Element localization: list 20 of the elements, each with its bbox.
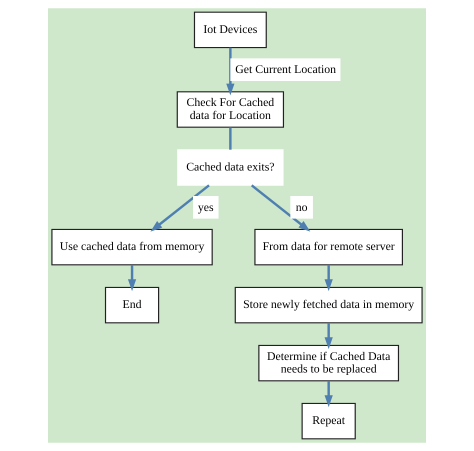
arrow — [324, 380, 333, 408]
arrow — [226, 48, 234, 96]
node-box: Store newly fetched data in memory — [234, 286, 423, 324]
node-box: Check For Cached data for Location — [176, 91, 284, 128]
edge-label: Get Current Location — [235, 62, 336, 76]
edge-label: no — [296, 200, 308, 214]
edge-label: yes — [198, 200, 214, 214]
arrow — [324, 264, 333, 292]
node-box: Repeat — [302, 402, 356, 440]
node-box: From data for remote server — [254, 228, 403, 266]
node-box: Use cached data from memory — [51, 228, 213, 266]
connector — [229, 127, 232, 150]
node-box: Determine if Cached Data needs to be replaced — [258, 344, 400, 382]
node-box: Iot Devices — [194, 12, 267, 48]
node-box: Cached data exits? — [177, 149, 284, 186]
arrow — [250, 184, 310, 232]
arrow — [128, 264, 136, 292]
node-box: End — [104, 286, 160, 324]
arrow — [324, 322, 333, 350]
arrow — [150, 184, 210, 232]
